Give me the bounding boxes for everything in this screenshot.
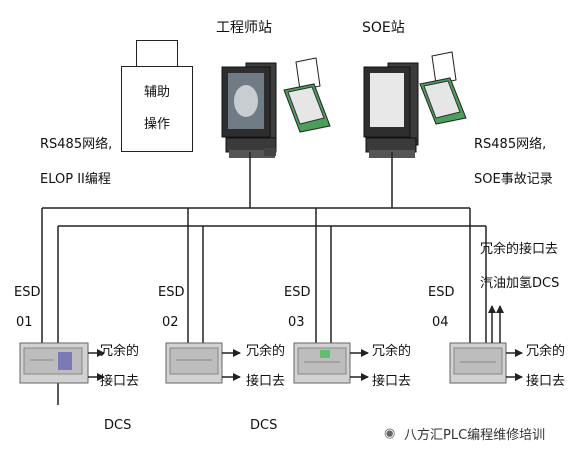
esd-02-id: 02	[162, 315, 179, 330]
esd-02-out-line3: DCS	[250, 418, 278, 433]
esd-04-out-line1: 冗余的	[526, 344, 566, 359]
esd-03-id: 03	[288, 315, 305, 330]
esd-02-out-line2: 接口去	[246, 374, 286, 389]
aux-operation-box: 辅助 操作	[121, 66, 193, 152]
left-note-line1: RS485网络,	[40, 137, 113, 152]
left-note-line2: ELOP II编程	[40, 172, 111, 187]
esd-04-out-line2: 接口去	[526, 374, 566, 389]
esd-02-out-line1: 冗余的	[246, 344, 286, 359]
esd-02-name: ESD	[158, 285, 185, 300]
esd-01-out-line1: 冗余的	[100, 344, 140, 359]
esd-01-name: ESD	[14, 285, 41, 300]
esd-03-name: ESD	[284, 285, 311, 300]
engineer-workstation-icon	[221, 62, 277, 158]
soe-printer-icon	[419, 51, 467, 125]
esd-03-out-line2: 接口去	[372, 374, 412, 389]
esd-03-out-line1: 冗余的	[372, 344, 412, 359]
right-note-line2: SOE事故记录	[474, 172, 553, 187]
soe-station-label: SOE站	[362, 20, 405, 36]
aux-line2: 操作	[143, 117, 170, 132]
engineer-station-label: 工程师站	[216, 20, 272, 36]
esd-cabinet-04	[449, 342, 507, 384]
esd-01-id: 01	[16, 315, 33, 330]
soe-workstation-icon	[363, 62, 419, 158]
redundant-interface-note-line2: 汽油加氢DCS	[480, 276, 560, 291]
esd-cabinet-01	[19, 342, 89, 384]
right-note-line1: RS485网络,	[474, 137, 547, 152]
esd-01-out-line2: 接口去	[100, 374, 140, 389]
aux-box-top	[136, 40, 178, 68]
esd-04-name: ESD	[428, 285, 455, 300]
esd-cabinet-03	[293, 342, 351, 384]
aux-line1: 辅助	[143, 85, 170, 100]
watermark-text: 八方汇PLC编程维修培训	[404, 428, 546, 443]
redundant-interface-note-line1: 冗余的接口去	[480, 242, 559, 257]
engineer-printer-icon	[283, 57, 331, 133]
wechat-logo-icon: ◉	[384, 426, 396, 441]
esd-cabinet-02	[165, 342, 223, 384]
esd-04-id: 04	[432, 315, 449, 330]
esd-01-out-line3: DCS	[104, 418, 132, 433]
